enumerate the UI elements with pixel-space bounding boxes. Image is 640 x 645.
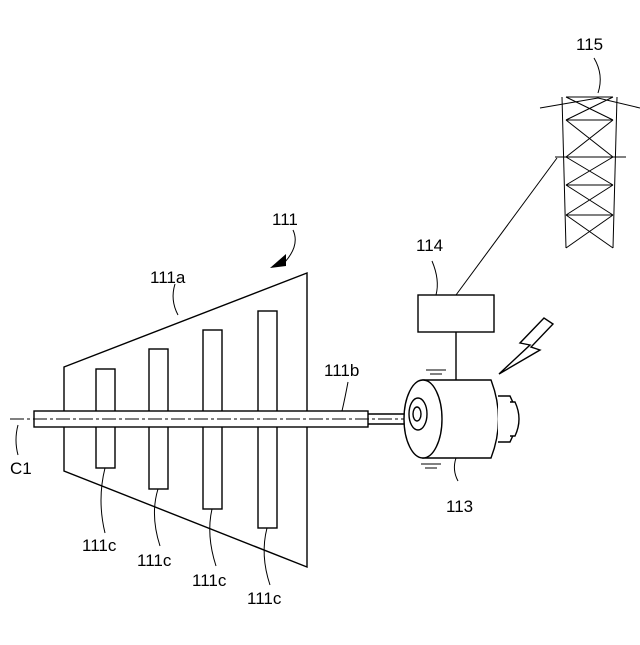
lightning-bolt-icon bbox=[499, 318, 553, 374]
transmission-tower bbox=[540, 97, 640, 248]
ground-symbol-top bbox=[426, 370, 446, 374]
turbine-pointer-arrow bbox=[270, 230, 295, 268]
leader-lines bbox=[16, 58, 600, 585]
label-blade-3: 111c bbox=[192, 571, 227, 590]
ground-symbol-bottom bbox=[421, 464, 441, 468]
transmission-line bbox=[456, 158, 557, 295]
label-controller: 114 bbox=[416, 236, 443, 255]
label-shaft: 111b bbox=[324, 361, 359, 380]
label-blade-1: 111c bbox=[82, 536, 117, 555]
controller-box bbox=[418, 295, 494, 332]
generator bbox=[404, 380, 519, 458]
label-blade-4: 111c bbox=[247, 589, 282, 608]
label-generator: 113 bbox=[446, 497, 473, 516]
label-blade-2: 111c bbox=[137, 551, 172, 570]
label-tower: 115 bbox=[576, 35, 603, 54]
label-turbine: 111 bbox=[272, 210, 298, 229]
label-axis: C1 bbox=[10, 459, 32, 478]
label-casing: 111a bbox=[150, 268, 186, 287]
